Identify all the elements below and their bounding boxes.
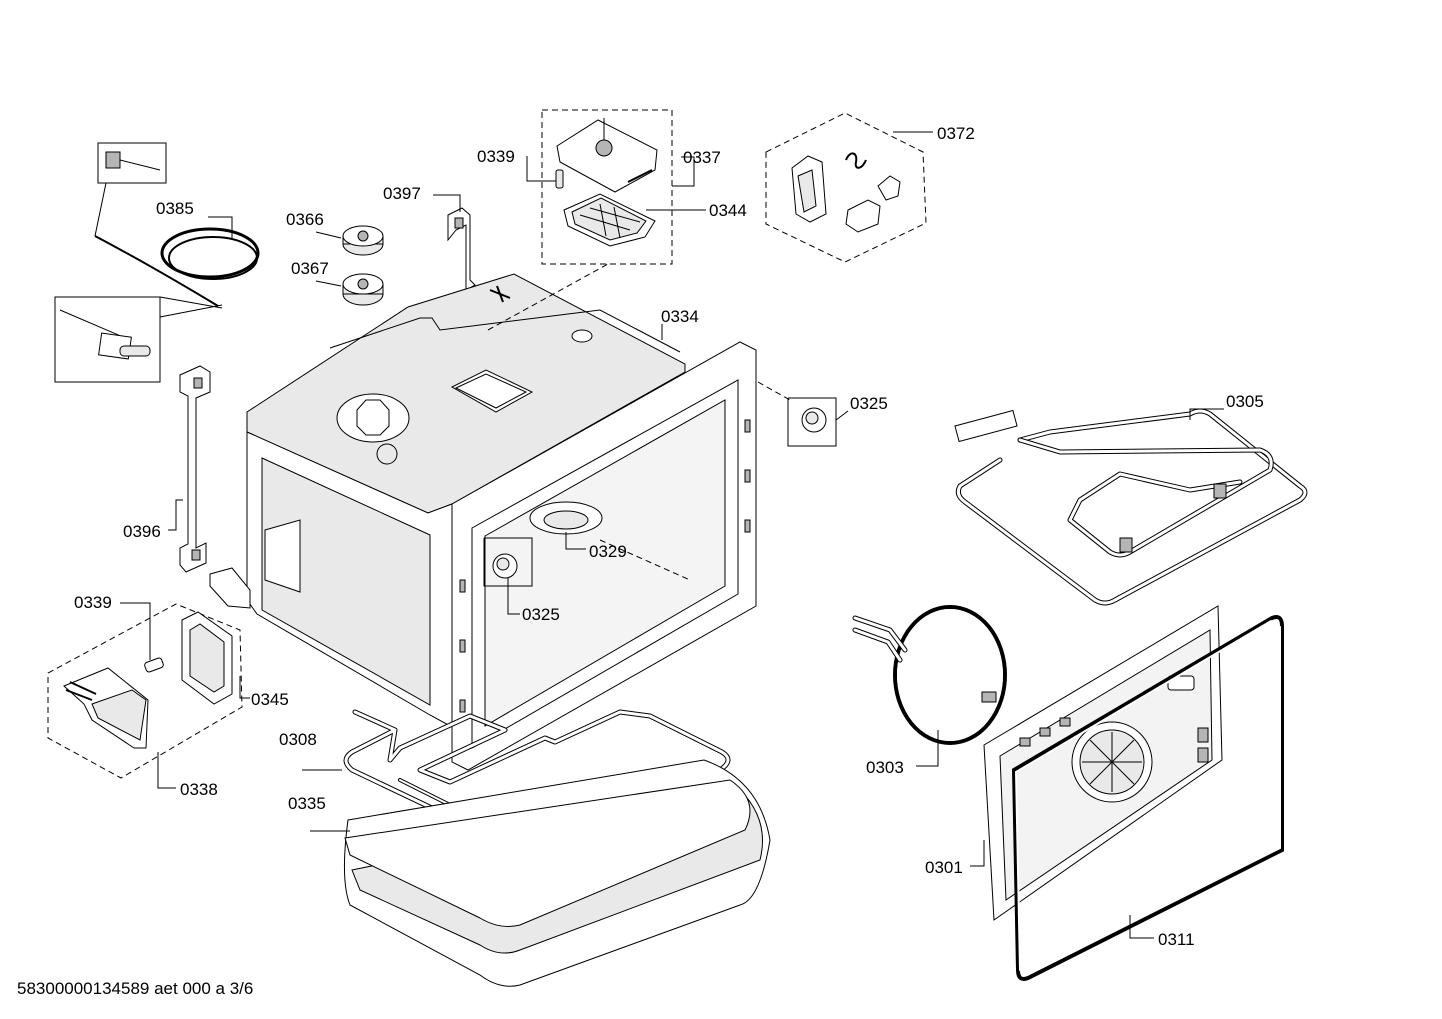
lamp-cover-0325-right[interactable] (787, 397, 837, 447)
insulation-mat-0335[interactable] (343, 759, 771, 987)
fan-cover-0367[interactable] (342, 273, 384, 306)
label-0339-top: 0339 (477, 147, 515, 166)
fan-cover-0366[interactable] (342, 225, 384, 256)
door-gasket-0311[interactable] (1011, 615, 1284, 981)
rear-panel-0301[interactable] (983, 605, 1223, 921)
label-0385: 0385 (156, 199, 194, 218)
label-0335: 0335 (288, 794, 326, 813)
label-0334: 0334 (661, 307, 699, 326)
label-0344: 0344 (709, 201, 747, 220)
label-0337: 0337 (683, 148, 721, 167)
label-0372: 0372 (937, 124, 975, 143)
label-0345: 0345 (251, 690, 289, 709)
document-code: 58300000134589 aet 000 a 3/6 (17, 979, 254, 998)
label-0396: 0396 (123, 522, 161, 541)
temperature-sensor-cable-0385[interactable] (54, 142, 260, 383)
grill-element-0305[interactable] (954, 408, 1308, 606)
label-0308: 0308 (279, 730, 317, 749)
label-0339-left: 0339 (74, 593, 112, 612)
label-0325-right: 0325 (850, 394, 888, 413)
label-0305: 0305 (1226, 392, 1264, 411)
label-0338: 0338 (180, 780, 218, 799)
lamp-cover-0325-center[interactable] (483, 537, 533, 587)
label-0397: 0397 (383, 184, 421, 203)
part-labels: 0385 0366 0367 0397 0339 0337 0344 0372 … (74, 124, 1264, 949)
label-0311: 0311 (1158, 930, 1195, 949)
lamp-housing-group[interactable] (541, 109, 673, 265)
mounting-bracket-0396[interactable] (179, 365, 211, 573)
label-0301: 0301 (925, 858, 963, 877)
label-0325-center: 0325 (522, 605, 560, 624)
thermostat-group-0338[interactable] (47, 603, 243, 779)
label-0366: 0366 (286, 210, 324, 229)
leader-lines (120, 131, 1224, 939)
door-switch-group-0372[interactable] (765, 112, 927, 263)
label-0329: 0329 (589, 542, 627, 561)
mounting-bracket-0397[interactable] (447, 207, 476, 291)
label-0367: 0367 (291, 259, 329, 278)
label-0303: 0303 (866, 758, 904, 777)
ring-heating-element-0303[interactable] (852, 605, 1007, 745)
oven-cavity-0334[interactable] (209, 273, 757, 771)
